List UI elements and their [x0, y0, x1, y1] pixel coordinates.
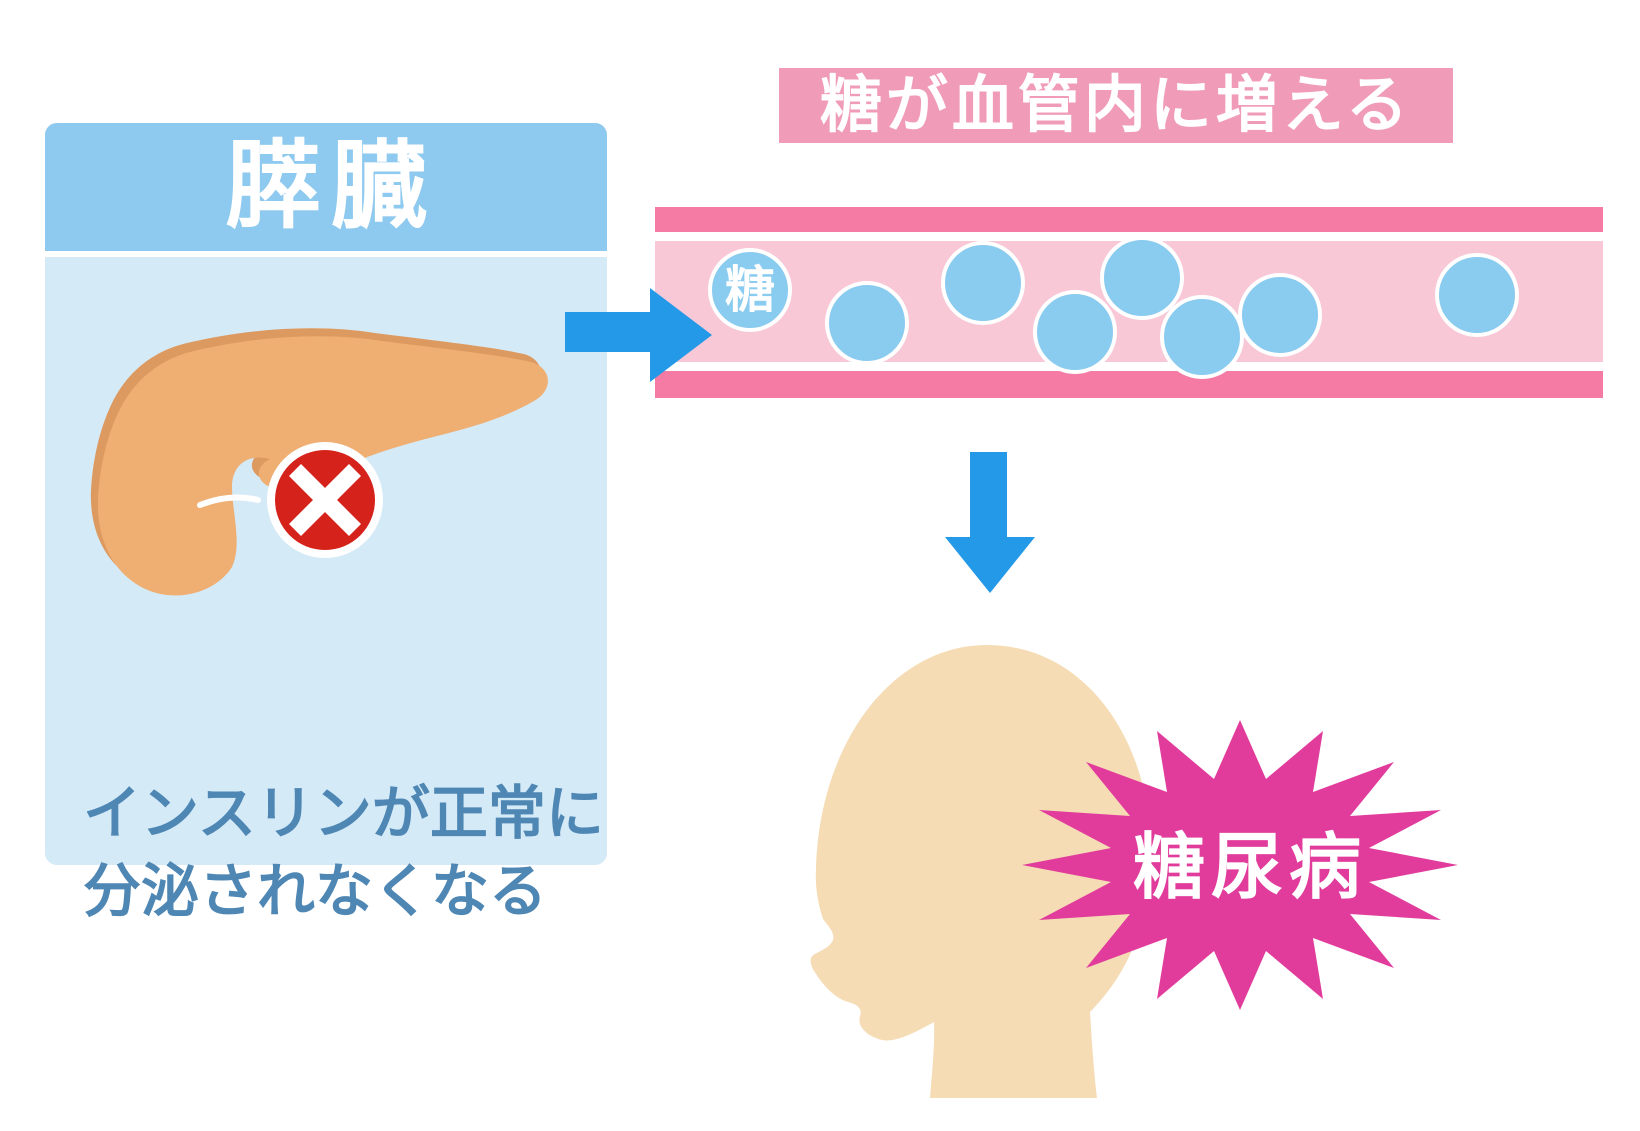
sugar-circle [825, 281, 909, 365]
pancreas-caption-line2: 分泌されなくなる [83, 859, 548, 925]
sugar-circle [1238, 273, 1322, 357]
pancreas-panel-header: 膵臓 [45, 123, 607, 257]
pancreas-panel: 膵臓 インスリンが正常に 分泌されなくなる [45, 123, 607, 924]
sugar-circle [1100, 236, 1184, 320]
sugar-circle [1160, 295, 1244, 379]
vessel-inner-line-bottom [655, 362, 1603, 371]
headline-banner-text: 糖が血管内に増える [819, 70, 1413, 140]
vessel-wall-bottom [655, 371, 1603, 398]
sugar-circle [941, 241, 1025, 325]
sugar-circle [1435, 253, 1519, 337]
sugar-circle-label: 糖 [725, 262, 775, 318]
vessel-wall-top [655, 207, 1603, 232]
pancreas-panel-title: 膵臓 [225, 133, 437, 240]
headline-banner: 糖が血管内に増える [779, 68, 1453, 143]
diabetes-label: 糖尿病 [1132, 828, 1367, 908]
sugar-circle [1033, 290, 1117, 374]
flow-arrow-down-icon [945, 452, 1035, 593]
sugar-circle-labeled: 糖 [708, 248, 792, 332]
vessel-inner-line-top [655, 232, 1603, 241]
pancreas-caption: インスリンが正常に 分泌されなくなる [83, 775, 604, 932]
pancreas-caption-line1: インスリンが正常に [83, 781, 604, 846]
